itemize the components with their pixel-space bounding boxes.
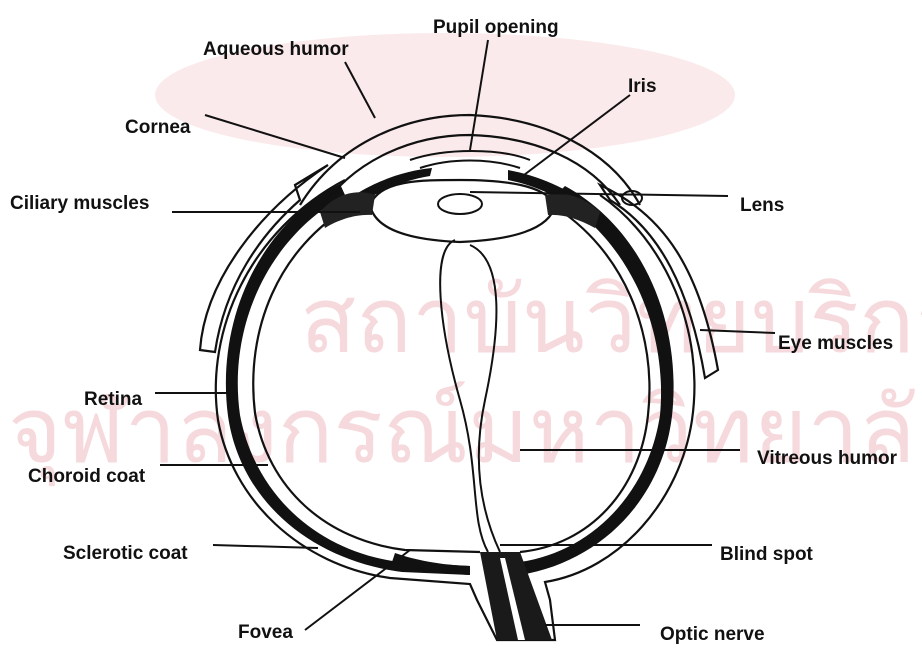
label-choroid-coat: Choroid coat bbox=[28, 466, 146, 487]
watermark-line-1: สถาบันวิทยบริการ bbox=[300, 267, 922, 374]
label-cornea: Cornea bbox=[125, 117, 191, 138]
leader-fovea bbox=[305, 550, 410, 630]
label-aqueous-humor: Aqueous humor bbox=[203, 39, 349, 60]
label-fovea: Fovea bbox=[238, 622, 293, 643]
label-iris: Iris bbox=[628, 76, 657, 97]
label-retina: Retina bbox=[84, 389, 143, 410]
label-lens: Lens bbox=[740, 195, 784, 216]
label-sclerotic-coat: Sclerotic coat bbox=[63, 543, 188, 564]
leader-lens bbox=[470, 192, 728, 196]
label-optic-nerve: Optic nerve bbox=[660, 624, 765, 645]
label-ciliary-muscles: Ciliary muscles bbox=[10, 193, 149, 214]
label-blind-spot: Blind spot bbox=[720, 544, 814, 565]
label-vitreous-humor: Vitreous humor bbox=[757, 448, 898, 469]
lens-outline bbox=[370, 180, 555, 242]
label-pupil-opening: Pupil opening bbox=[433, 17, 559, 38]
label-eye-muscles: Eye muscles bbox=[778, 333, 893, 354]
lens-nucleus bbox=[438, 194, 482, 214]
ciliary-muscles-right bbox=[545, 194, 600, 228]
